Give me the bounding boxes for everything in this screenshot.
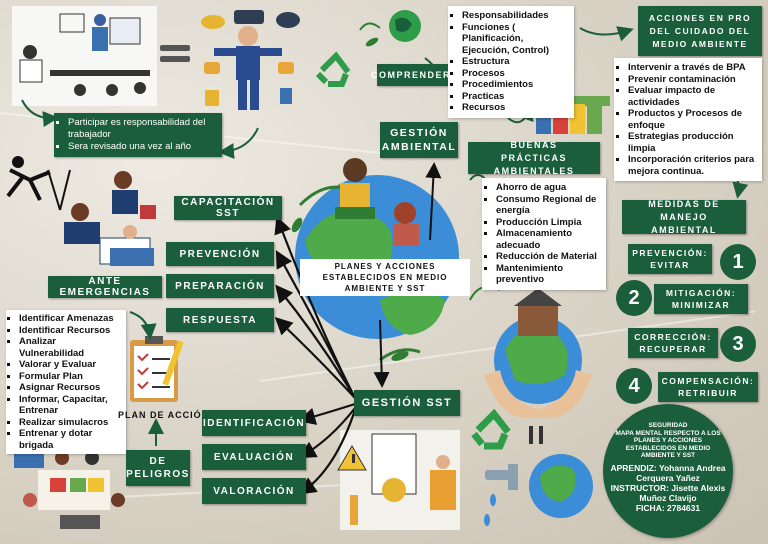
list-item: Estructura [462,56,568,68]
credits-subject: SEGURIDAD [648,422,688,429]
credits-circle: SEGURIDAD MAPA MENTAL RESPECTO A LOS PLA… [603,404,733,538]
list-item: Mantenimiento preventivo [496,263,600,286]
buenas-practicas-list: Ahorro de agua Consumo Regional de energ… [482,178,606,290]
recycle-icon-bottom [471,408,511,450]
list-item: Ahorro de agua [496,182,600,194]
step-correccion-box: CORRECCIÓN: RECUPERAR [628,328,718,358]
list-item: Realizar simulacros [19,417,122,429]
list-item: Formular Plan [19,371,122,383]
list-item: Responsabilidades [462,10,568,22]
list-item: Valorar y Evaluar [19,359,122,371]
earth-faucet-illustration [484,426,593,526]
list-item: Procesos [462,68,568,80]
credits-ficha: FICHA: 2784631 [635,502,701,513]
capacitacion-sst-box: CAPACITACIÓN SST [174,196,282,220]
list-item: Participar es responsabilidad del trabaj… [68,117,216,141]
list-item: Productos y Procesos de enfoque [628,108,756,131]
list-item: Identificar Recursos [19,325,122,337]
credits-instructor: INSTRUCTOR: Jisette Alexis Muñoz Clavijo [610,482,726,503]
plan-accion-label: PLAN DE ACCIÓN [118,410,210,420]
list-item: Sera revisado una vez al año [68,141,216,153]
valoracion-box: VALORACIÓN [202,478,306,504]
safety-warning-illustration [337,430,460,530]
list-item: Informar, Capacitar, Entrenar [19,394,122,417]
preparacion-box: PREPARACIÓN [166,274,274,298]
list-item: Funciones ( Planificación, Ejecución, Co… [462,22,568,57]
center-title: PLANES Y ACCIONES ESTABLECIDOS EN MEDIO … [300,259,470,296]
acciones-list: Intervenir a través de BPA Prevenir cont… [614,58,762,181]
paramedics-illustration [64,171,156,266]
list-item: Estrategias producción limpia [628,131,756,154]
ppe-worker-illustration [201,10,300,110]
list-item: Analizar Vulnerabilidad [19,336,122,359]
step-number-3: 3 [720,326,756,362]
list-item: Almacenamiento adecuado [496,228,600,251]
step-mitigacion-box: MITIGACIÓN: MINIMIZAR [654,284,748,314]
respuesta-box: RESPUESTA [166,308,274,332]
emergencias-list: Identificar Amenazas Identificar Recurso… [6,310,126,454]
list-item: Consumo Regional de energía [496,194,600,217]
step-number-2: 2 [616,280,652,316]
gestion-ambiental-box: GESTIÓN AMBIENTAL [380,122,458,158]
comprendera-box: COMPRENDERA [371,64,458,86]
step-prevencion-box: PREVENCIÓN: EVITAR [628,244,712,274]
list-item: Evaluar impacto de actividades [628,85,756,108]
list-item: Procedimientos [462,79,568,91]
list-item: Recursos [462,102,568,114]
gestion-ambiental-list: Responsabilidades Funciones ( Planificac… [448,6,574,118]
list-item: Incorporación criterios para mejora cont… [628,154,756,177]
identificacion-box: IDENTIFICACIÓN [202,410,306,436]
clipboard-checklist-icon [130,336,184,402]
credits-aprendiz: APRENDIZ: Yohanna Andrea Cerquera Yañez [610,462,726,483]
list-item: Intervenir a través de BPA [628,62,756,74]
list-item: Producción Limpia [496,217,600,229]
list-item: Asignar Recursos [19,382,122,394]
list-item: Prevenir contaminación [628,74,756,86]
acciones-box: ACCIONES EN PRO DEL CUIDADO DEL MEDIO AM… [638,6,762,56]
evaluacion-box: EVALUACIÓN [202,444,306,470]
slip-hazard-icon [6,156,71,211]
de-peligros-box: DE PELIGROS [126,450,190,486]
meeting-illustration [12,6,157,106]
list-item: Entrenar y dotar brigada [19,428,122,451]
ante-emergencias-box: ANTE EMERGENCIAS [48,276,162,298]
gestion-sst-box: GESTIÓN SST [354,390,460,416]
earth-globe-illustration [295,158,459,339]
credits-description: MAPA MENTAL RESPECTO A LOS PLANES Y ACCI… [615,429,721,460]
list-item: Identificar Amenazas [19,313,122,325]
prevencion-box: PREVENCIÓN [166,242,274,266]
step-compensacion-box: COMPENSACIÓN: RETRIBUIR [658,372,758,402]
hands-holding-earth-illustration [469,285,592,419]
recycle-icon [315,51,351,87]
step-number-1: 1 [720,244,756,280]
step-number-4: 4 [616,368,652,404]
team-meeting-illustration [14,446,125,529]
worker-responsibility-list: Participar es responsabilidad del trabaj… [54,113,222,157]
list-item: Reducción de Material [496,251,600,263]
medidas-manejo-box: MEDIDAS DE MANEJO AMBIENTAL [622,199,746,235]
buenas-practicas-box: BUENAS PRÁCTICAS AMBIENTALES [468,140,600,176]
list-item: Practicas [462,91,568,103]
